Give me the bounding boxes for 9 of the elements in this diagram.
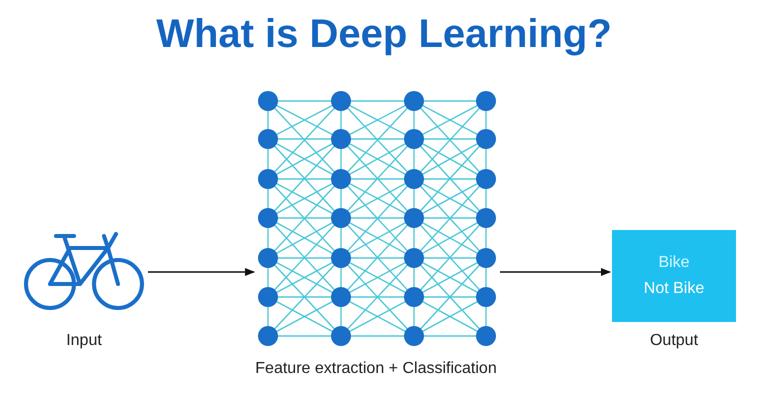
node-caption: Input (66, 332, 102, 350)
node-caption: Feature extraction + Classification (255, 360, 497, 378)
output-box (612, 230, 736, 322)
class-label: Not Bike (642, 280, 706, 298)
title: What is Deep Learning? (155, 12, 613, 57)
node-caption: Output (650, 332, 698, 350)
arrow (500, 268, 611, 276)
arrow (148, 268, 255, 276)
class-label: Bike (657, 254, 691, 272)
